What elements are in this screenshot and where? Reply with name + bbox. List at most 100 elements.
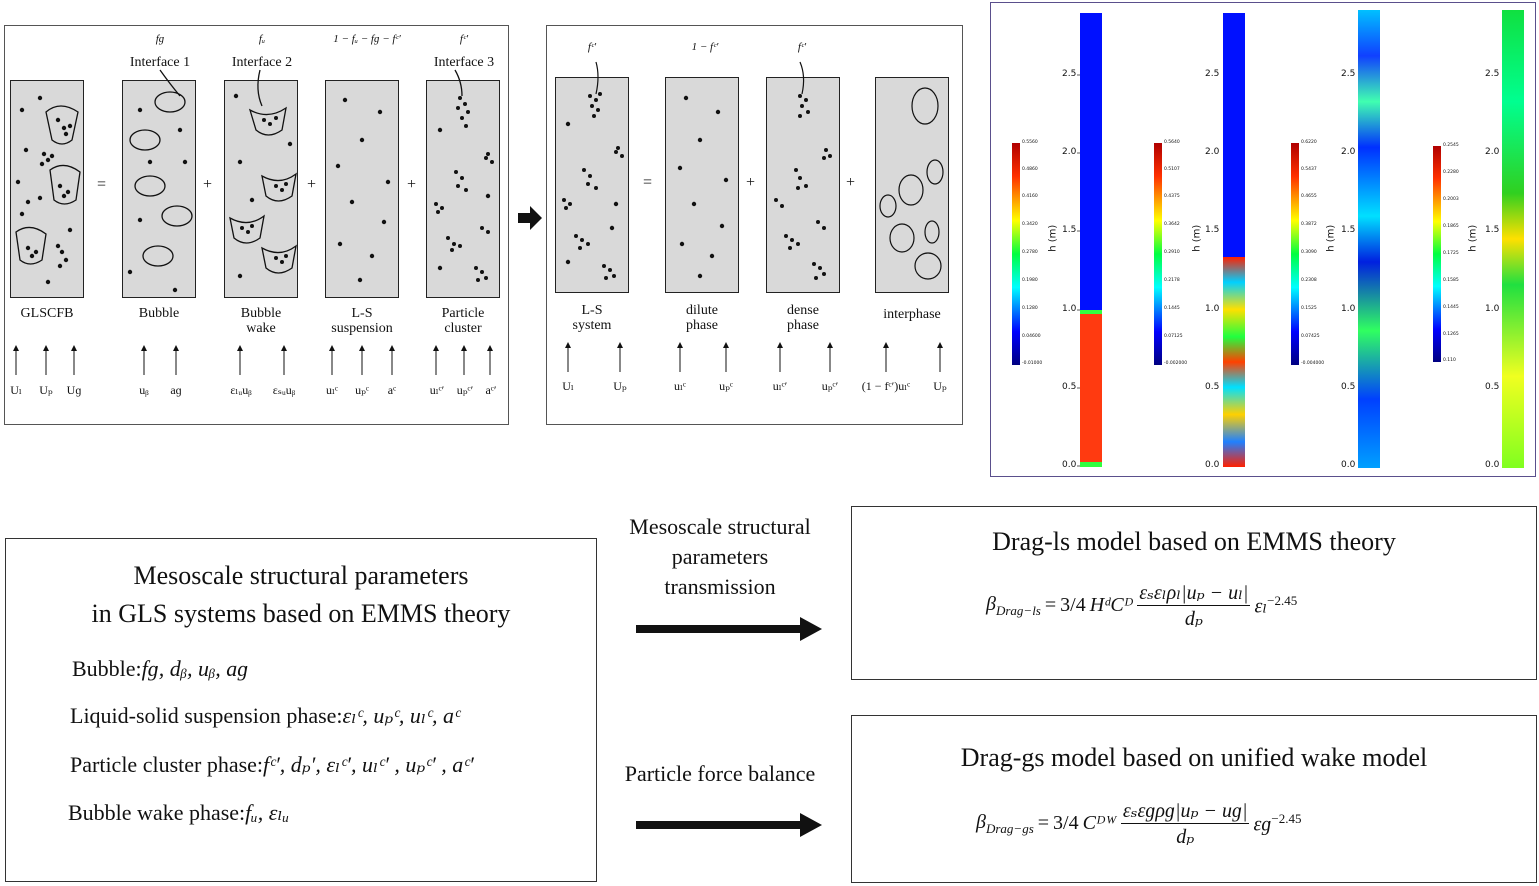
bubble-cup-shape (15, 226, 47, 265)
drag-gs-title: Drag-gs model based on unified wake mode… (960, 743, 1428, 772)
arrow-label: aᶜ (387, 383, 397, 397)
ytick-label: 0.5 (1205, 382, 1220, 392)
colorbar-tick: 0.1865 (1443, 224, 1459, 229)
arrow-label: uₚᶜ′ (821, 379, 839, 393)
eq-tail: εₗ (1254, 595, 1268, 618)
bubble-shape (129, 129, 161, 151)
arrow-label: Uₗ (562, 379, 574, 393)
param-item-vars: fɡ, dᵦ, uᵦ, aɡ (141, 656, 249, 681)
column-ls-suspension (325, 80, 399, 298)
arrow-label: uₗᶜ (674, 379, 686, 393)
colorbar-tick: 0.1280 (1022, 306, 1038, 311)
bubble-cup-shape (45, 105, 79, 145)
label-glscfb: GLSCFB (20, 306, 74, 321)
col-cluster-interface: Interface 3 (433, 55, 495, 70)
colorbar-tick: 0.2780 (1022, 250, 1038, 255)
colorbar-tick: 0.1445 (1164, 306, 1180, 311)
column-ls-system (555, 77, 629, 293)
arrow-label: εₗᵤuᵦ (230, 383, 252, 397)
colorbar-tick: -0.004000 (1301, 361, 1325, 366)
col-dense-fraction: fᶜ′ (797, 41, 807, 53)
colorbar-tick: 0.4860 (1022, 167, 1038, 172)
eq-numerator: εₛεɡρɡ|uₚ − uɡ| (1120, 800, 1250, 824)
colorbar (1154, 143, 1162, 365)
axis-label: h (m) (1191, 224, 1203, 252)
label-bubble: Bubble (138, 306, 180, 321)
parameters-title-line2: in GLS systems based on EMMS theory (91, 599, 511, 628)
param-item-vars: fᵤ, εₗᵤ (245, 800, 290, 825)
bubble-cup-shape (49, 164, 81, 205)
equals-sign: = (97, 176, 107, 193)
arrow-label: uₗᶜ′ (772, 379, 788, 393)
arrow-label: uₚᶜ (719, 379, 733, 393)
ytick-label: 0.0 (1341, 460, 1356, 470)
ytick-label: 0.5 (1485, 382, 1500, 392)
colorbar-tick: 0.2280 (1443, 170, 1459, 175)
param-item-cluster: Particle cluster phase:fᶜ′, dₚ′, εₗᶜ′, u… (70, 752, 474, 778)
colorbar-tick: 0.1585 (1443, 278, 1459, 283)
wake-cup-shape (261, 244, 297, 274)
colorbar-tick: 0.07425 (1301, 334, 1320, 339)
eq-exponent: −2.45 (1267, 592, 1298, 608)
column-dense-phase (766, 77, 840, 293)
arrow-label: aɡ (170, 383, 182, 397)
column-dilute-phase (665, 77, 739, 293)
parameters-box (5, 538, 597, 882)
colorbar-tick: 0.2910 (1164, 250, 1180, 255)
axis-label: h (m) (1047, 224, 1059, 252)
arrow-label: Uₗ (10, 383, 22, 397)
contour-column-4 (1502, 10, 1524, 468)
equals-sign: = (643, 174, 653, 191)
column-bubble (122, 80, 196, 298)
col-bubble-interface: Interface 1 (129, 55, 191, 70)
parameters-title-line1: Mesoscale structural parameters (133, 561, 469, 590)
colorbar-tick: 0.1265 (1443, 332, 1459, 337)
eq-tail: εɡ (1253, 813, 1272, 836)
arrow-label: Uₚ (39, 383, 53, 397)
col-wake-interface: Interface 2 (231, 55, 293, 70)
ytick-label: 2.5 (1341, 69, 1356, 79)
right-arrow-icon (518, 206, 542, 230)
ytick-label: 1.5 (1062, 225, 1077, 235)
ytick-label: 0.0 (1062, 460, 1077, 470)
arrow-label: Uₚ (613, 379, 627, 393)
ytick-label: 1.0 (1205, 304, 1220, 314)
eq-numerator: εₛεₗρₗ|uₚ − uₗ| (1137, 582, 1251, 606)
ytick-label: 1.0 (1341, 304, 1356, 314)
drag-ls-equation: βDrag−ls = 3/4 HᵈCᴰ εₛεₗρₗ|uₚ − uₗ| dₚ ε… (986, 582, 1298, 630)
eq-mid: HᵈCᴰ (1089, 594, 1134, 616)
ytick-label: 2.0 (1485, 147, 1500, 157)
ytick-label: 2.0 (1341, 147, 1356, 157)
colorbar-tick: -0.002000 (1164, 361, 1188, 366)
arrow-label: Uₚ (933, 379, 947, 393)
ytick-label: 2.5 (1205, 69, 1220, 79)
param-item-vars: εₗᶜ, uₚᶜ, uₗᶜ, aᶜ (342, 703, 460, 728)
ytick-label: 2.5 (1062, 69, 1077, 79)
plus-sign: + (407, 176, 417, 193)
col-bubble-fraction: fɡ (155, 33, 165, 45)
ytick-label: 2.0 (1062, 147, 1077, 157)
ytick-label: 1.0 (1062, 304, 1077, 314)
col-wake-fraction: fᵤ (258, 33, 266, 45)
colorbar (1012, 143, 1020, 365)
bubble-shape (142, 245, 174, 267)
arrow-label: uₗᶜ′ (429, 383, 445, 397)
label-dense-phase: dense phase (787, 303, 819, 333)
colorbar-tick: 0.2178 (1164, 278, 1180, 283)
eq-denominator: dₚ (1184, 608, 1203, 630)
ytick-label: 0.5 (1062, 382, 1077, 392)
arrow-label: aᶜ′ (485, 383, 497, 397)
eq-coefficient: 3/4 (1053, 812, 1079, 834)
colorbar-tick: 0.6220 (1301, 140, 1317, 145)
colorbar-tick: 0.1980 (1022, 278, 1038, 283)
plus-sign: + (307, 176, 317, 193)
colorbar-tick: 0.3872 (1301, 222, 1317, 227)
colorbar-tick: 0.5640 (1164, 140, 1180, 145)
col-suspension-fraction: 1 − fᵤ − fɡ − fᶜ′ (333, 33, 401, 45)
label-dilute-phase: dilute phase (686, 303, 718, 333)
drag-gs-box (851, 715, 1537, 883)
colorbar-tick: 0.3642 (1164, 222, 1180, 227)
